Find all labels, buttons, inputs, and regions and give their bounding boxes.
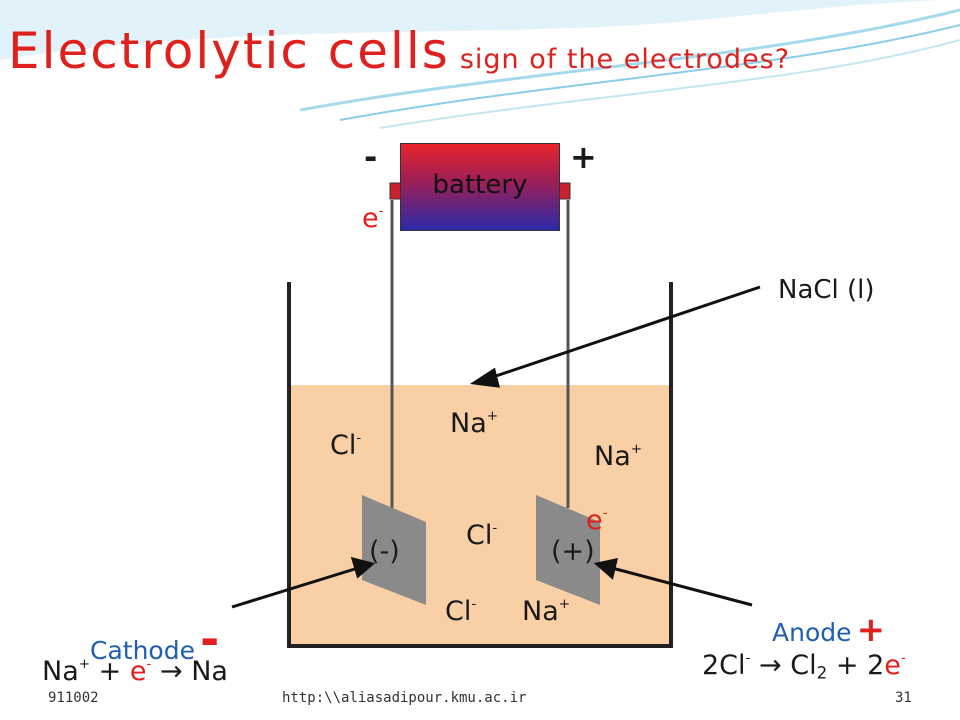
anode-charge-sign: + xyxy=(856,610,886,650)
battery-positive-sign: + xyxy=(570,138,597,176)
cathode-electrode xyxy=(362,495,426,605)
cathode-label-group: Cathode - xyxy=(90,612,219,670)
anode-reaction: 2Cl- → Cl2 + 2e- xyxy=(702,650,906,683)
cathode-sign: (-) xyxy=(369,536,400,567)
electrolyte xyxy=(290,385,670,645)
title-sub: sign of the electrodes? xyxy=(459,44,791,75)
footer-url[interactable]: http:\\aliasadipour.kmu.ac.ir xyxy=(282,690,527,706)
anode-sign: (+) xyxy=(551,536,595,567)
battery-label: battery xyxy=(432,170,528,200)
anode-label-group: Anode + xyxy=(772,610,885,650)
ion-cl-upper-left: Cl- xyxy=(330,430,362,462)
battery-negative-sign: - xyxy=(364,138,378,176)
electron-label-top: e- xyxy=(362,203,384,235)
cathode-reaction: Na+ + e- → Na xyxy=(42,656,228,688)
ion-cl-middle: Cl- xyxy=(466,520,498,552)
electrolyte-label: NaCl (l) xyxy=(778,275,875,305)
cathode-label: Cathode xyxy=(90,636,195,665)
ion-cl-bottom: Cl- xyxy=(445,596,477,628)
anode-label: Anode xyxy=(772,618,852,647)
ion-na-right: Na+ xyxy=(594,441,643,473)
pointer-arrows xyxy=(231,285,761,609)
cathode-charge-sign: - xyxy=(200,612,220,666)
title-main: Electrolytic cells xyxy=(8,22,450,80)
page-title: Electrolytic cells sign of the electrodes… xyxy=(8,22,790,80)
battery xyxy=(400,143,560,231)
wires xyxy=(390,200,570,508)
ion-na-top: Na+ xyxy=(450,408,499,440)
reaction-arrow: → xyxy=(159,656,183,688)
anode-electrode xyxy=(536,495,600,605)
electron-label-anode: e- xyxy=(586,505,608,537)
footer-slide-number: 31 xyxy=(895,690,912,706)
ion-na-bottom: Na+ xyxy=(522,596,571,628)
footer-left: 911002 xyxy=(48,690,99,706)
reaction-arrow: → xyxy=(759,650,782,682)
beaker xyxy=(287,282,673,648)
decorative-swoosh xyxy=(0,0,960,129)
